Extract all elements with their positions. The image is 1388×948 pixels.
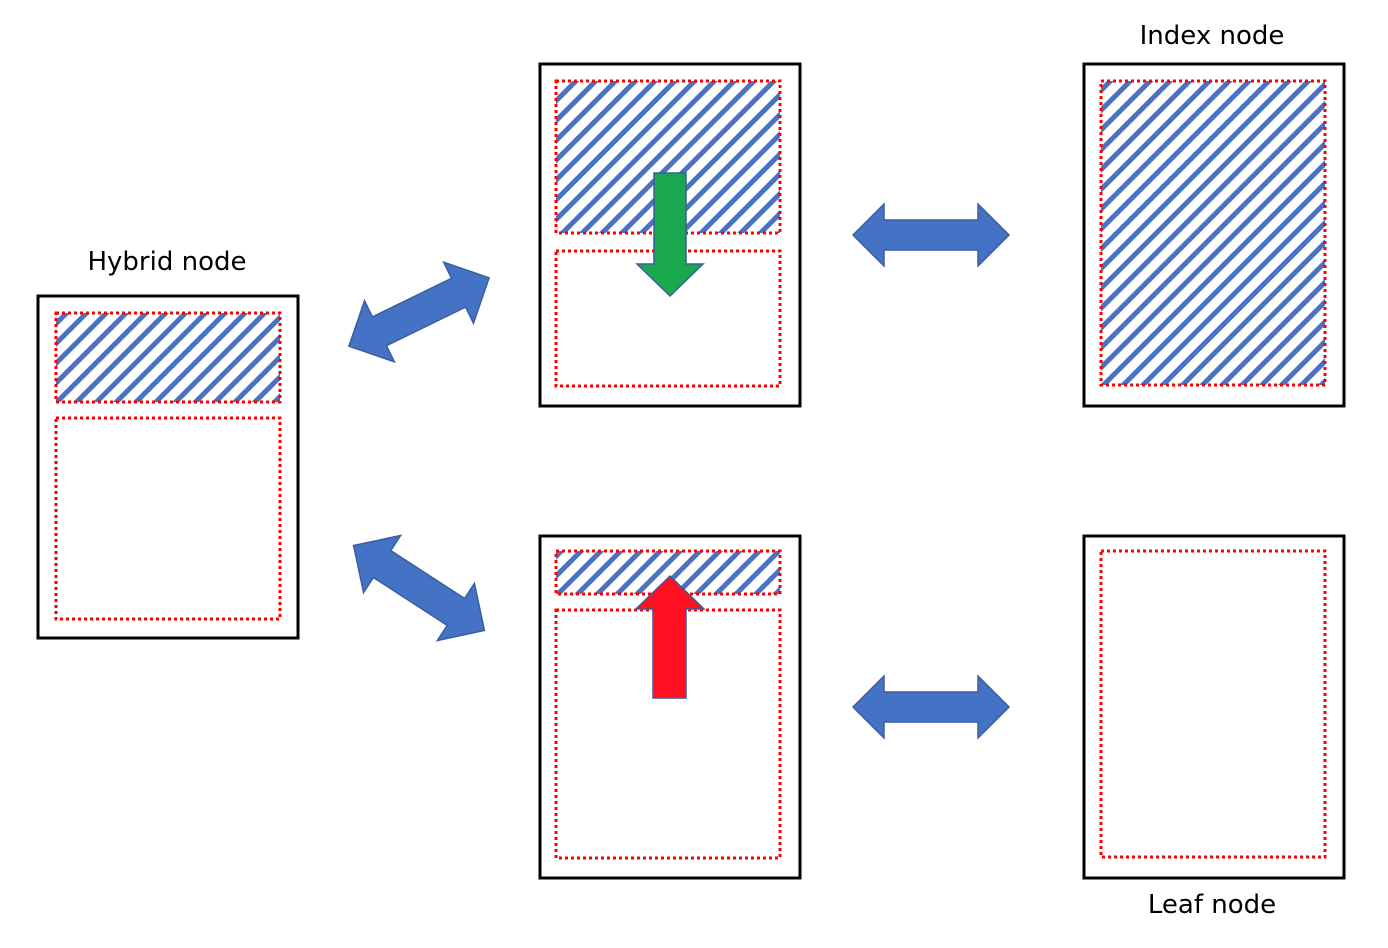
index-region: [1099, 79, 1327, 387]
hybrid-node-label: Hybrid node: [87, 247, 246, 277]
double-headed-arrow-icon: [851, 674, 1011, 740]
leaf-region: [1099, 549, 1327, 859]
index-region: [54, 311, 282, 404]
up-arrow-icon: [634, 574, 706, 699]
hybrid-node-leaf-heavy: [538, 534, 802, 880]
double-headed-arrow-icon: [352, 534, 486, 642]
leaf-node: [1082, 534, 1346, 880]
hybrid-node-index-heavy: [538, 62, 802, 408]
down-arrow-icon: [635, 172, 705, 298]
hybrid-node: [36, 294, 300, 640]
leaf-region: [54, 416, 282, 621]
double-headed-arrow-icon: [851, 202, 1011, 268]
leaf-node-label: Leaf node: [1148, 890, 1276, 920]
index-node: [1082, 62, 1346, 408]
index-node-label: Index node: [1140, 21, 1285, 51]
double-headed-arrow-icon: [347, 260, 491, 364]
